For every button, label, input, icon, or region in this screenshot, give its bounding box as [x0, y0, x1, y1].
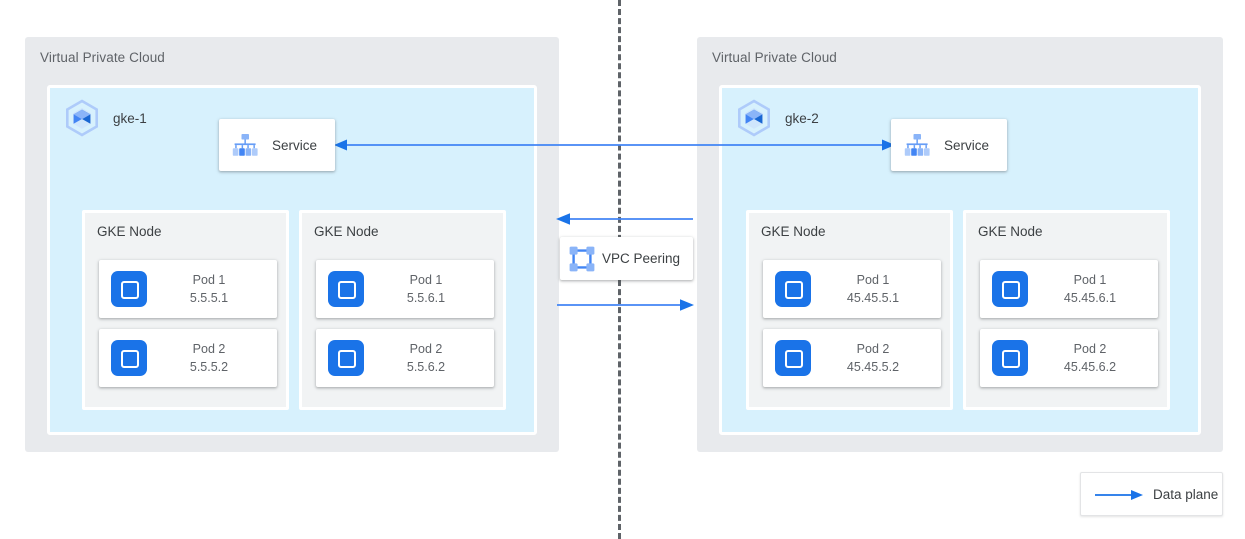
- pod-ip: 5.5.6.1: [406, 291, 446, 305]
- pod-ip: 45.45.6.2: [1063, 360, 1117, 374]
- cluster-header-gke-2: gke-2: [734, 98, 819, 138]
- pod-name: Pod 1: [192, 272, 226, 287]
- pod-name: Pod 2: [1073, 341, 1107, 356]
- gke-node-left-1: GKE Node Pod 1 5.5.5.1 Pod 2 5.5.5.2: [82, 210, 289, 410]
- pod-card[interactable]: Pod 1 45.45.5.1: [763, 260, 941, 318]
- pod-icon: [111, 340, 147, 376]
- service-chip-label: Service: [272, 137, 318, 153]
- pod-name: Pod 1: [409, 272, 443, 287]
- service-chip-label: Service: [944, 137, 990, 153]
- pod-icon: [775, 271, 811, 307]
- pod-name: Pod 1: [1073, 272, 1107, 287]
- vpc-label-left: Virtual Private Cloud: [40, 50, 165, 65]
- pod-card[interactable]: Pod 2 5.5.5.2: [99, 329, 277, 387]
- gke-node-label: GKE Node: [978, 224, 1043, 239]
- pod-name: Pod 2: [409, 341, 443, 356]
- pod-card[interactable]: Pod 1 5.5.5.1: [99, 260, 277, 318]
- pod-name: Pod 2: [856, 341, 890, 356]
- pod-ip: 45.45.5.1: [846, 291, 900, 305]
- pod-name: Pod 1: [856, 272, 890, 287]
- pod-text: Pod 2 45.45.5.2: [811, 340, 941, 376]
- pod-card[interactable]: Pod 1 45.45.6.1: [980, 260, 1158, 318]
- pod-icon: [992, 271, 1028, 307]
- service-chip-gke-2[interactable]: Service: [891, 119, 1007, 171]
- gke-node-right-2: GKE Node Pod 1 45.45.6.1 Pod 2 45.45.6.2: [963, 210, 1170, 410]
- arrow-right-icon: [1095, 488, 1143, 500]
- pod-text: Pod 1 45.45.5.1: [811, 271, 941, 307]
- vpc-peering-chip[interactable]: VPC Peering: [560, 237, 693, 280]
- gke-node-left-2: GKE Node Pod 1 5.5.6.1 Pod 2 5.5.6.2: [299, 210, 506, 410]
- service-hierarchy-icon: [902, 130, 932, 160]
- pod-icon: [328, 340, 364, 376]
- pod-text: Pod 1 5.5.5.1: [147, 271, 277, 307]
- pod-card[interactable]: Pod 2 5.5.6.2: [316, 329, 494, 387]
- vpc-label-right: Virtual Private Cloud: [712, 50, 837, 65]
- gke-cluster-icon: [734, 98, 774, 138]
- cluster-name-gke-2: gke-2: [785, 110, 819, 126]
- pod-card[interactable]: Pod 1 5.5.6.1: [316, 260, 494, 318]
- pod-text: Pod 1 45.45.6.1: [1028, 271, 1158, 307]
- legend-data-plane: Data plane: [1080, 472, 1223, 516]
- pod-text: Pod 2 5.5.5.2: [147, 340, 277, 376]
- vpc-peering-label: VPC Peering: [602, 251, 681, 266]
- service-hierarchy-icon: [230, 130, 260, 160]
- pod-ip: 5.5.5.1: [189, 291, 229, 305]
- pod-ip: 45.45.6.1: [1063, 291, 1117, 305]
- pod-text: Pod 1 5.5.6.1: [364, 271, 494, 307]
- gke-cluster-icon: [62, 98, 102, 138]
- cluster-header-gke-1: gke-1: [62, 98, 147, 138]
- cluster-box-gke-2: gke-2 GKE Node Pod 1 45.45.5.1 Pod 2 45.…: [719, 85, 1201, 435]
- cluster-name-gke-1: gke-1: [113, 110, 147, 126]
- pod-text: Pod 2 45.45.6.2: [1028, 340, 1158, 376]
- service-chip-gke-1[interactable]: Service: [219, 119, 335, 171]
- gke-node-right-1: GKE Node Pod 1 45.45.5.1 Pod 2 45.45.5.2: [746, 210, 953, 410]
- arrow-pods-left-to-right: [557, 299, 694, 311]
- pod-icon: [328, 271, 364, 307]
- pod-card[interactable]: Pod 2 45.45.6.2: [980, 329, 1158, 387]
- legend-label: Data plane: [1153, 486, 1219, 502]
- pod-name: Pod 2: [192, 341, 226, 356]
- gke-node-label: GKE Node: [761, 224, 826, 239]
- pod-text: Pod 2 5.5.6.2: [364, 340, 494, 376]
- gke-node-label: GKE Node: [97, 224, 162, 239]
- arrow-pods-right-to-left: [556, 213, 693, 225]
- pod-ip: 5.5.5.2: [189, 360, 229, 374]
- pod-icon: [992, 340, 1028, 376]
- pod-icon: [775, 340, 811, 376]
- pod-ip: 5.5.6.2: [406, 360, 446, 374]
- pod-ip: 45.45.5.2: [846, 360, 900, 374]
- vpc-peering-icon: [567, 244, 597, 274]
- gke-node-label: GKE Node: [314, 224, 379, 239]
- pod-icon: [111, 271, 147, 307]
- pod-card[interactable]: Pod 2 45.45.5.2: [763, 329, 941, 387]
